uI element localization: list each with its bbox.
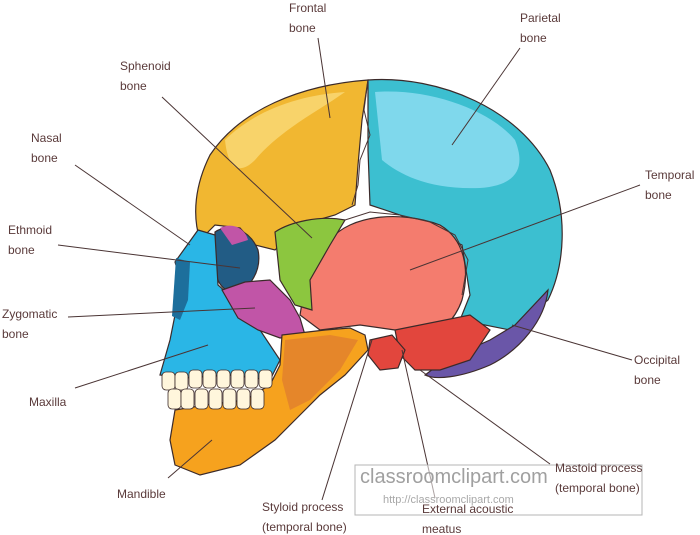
mandible-leader — [167, 439, 213, 479]
temporal-leader — [409, 184, 641, 271]
label-frontal: Frontal bone — [289, 0, 326, 38]
label-frontal-line-1: Frontal — [289, 1, 327, 15]
label-temporal: Temporal bone — [645, 165, 694, 205]
frontal-bone-shape — [195, 79, 369, 251]
parietal-highlight-shape — [375, 91, 520, 189]
upper-tooth — [258, 369, 273, 389]
label-parietal: Parietal bone — [520, 8, 561, 48]
label-ethmoid-line-2: bone — [8, 243, 35, 257]
label-styloid-line-1: Styloid process — [262, 500, 344, 514]
parietal-leader — [451, 47, 521, 146]
watermark-box — [354, 464, 643, 516]
upper-tooth — [216, 369, 231, 389]
label-zygomatic: Zygomatic bone — [2, 304, 57, 344]
label-occipital: Occipital bone — [634, 350, 680, 390]
orbit-inner-shape — [220, 225, 248, 245]
label-maxilla-line-1: Maxilla — [29, 395, 67, 409]
squamous-suture-line — [344, 211, 469, 296]
styloid-leader — [321, 339, 373, 501]
lower-tooth — [222, 388, 237, 410]
label-ethmoid-line-1: Ethmoid — [8, 223, 53, 237]
lower-tooth — [167, 388, 182, 410]
maxilla-shadow-shape — [172, 258, 190, 320]
label-acoustic-line-1: External acoustic — [422, 502, 514, 516]
label-mastoid-line-2: (temporal bone) — [555, 481, 640, 495]
label-mandible-line-1: Mandible — [117, 487, 166, 501]
label-zygomatic-line-1: Zygomatic — [2, 307, 58, 321]
coronal-suture-line — [351, 79, 371, 206]
label-parietal-line-1: Parietal — [520, 11, 561, 25]
frontal-leader — [317, 37, 331, 119]
label-acoustic-line-2: meatus — [422, 522, 462, 535]
label-occipital-line-1: Occipital — [634, 353, 681, 367]
label-styloid-line-2: (temporal bone) — [262, 520, 347, 534]
label-temporal-line-1: Temporal — [645, 168, 695, 182]
lower-tooth — [208, 388, 223, 410]
occipital-leader — [511, 324, 633, 361]
label-sphenoid-line-2: bone — [120, 79, 147, 93]
label-acoustic: External acoustic meatus — [422, 499, 513, 535]
label-sphenoid: Sphenoid bone — [120, 56, 171, 96]
lower-tooth — [250, 388, 265, 410]
styloid-process-shape — [367, 334, 406, 371]
label-frontal-line-2: bone — [289, 21, 316, 35]
label-maxilla: Maxilla — [29, 392, 66, 412]
label-parietal-line-2: bone — [520, 31, 547, 45]
maxilla-leader — [74, 344, 209, 389]
mastoid-leader — [419, 369, 551, 465]
frontal-highlight-shape — [225, 92, 345, 169]
upper-tooth — [230, 369, 245, 389]
label-temporal-line-2: bone — [645, 188, 672, 202]
watermark-title: classroomclipart.com — [360, 466, 548, 488]
zygomatic-leader — [67, 307, 256, 318]
mandible-ramus-shape — [282, 335, 358, 410]
upper-tooth — [161, 371, 176, 391]
label-mastoid: Mastoid process (temporal bone) — [555, 458, 642, 498]
upper-tooth — [188, 369, 203, 389]
upper-tooth — [174, 371, 189, 391]
label-nasal-line-1: Nasal — [31, 131, 62, 145]
sphenoid-leader — [161, 96, 313, 239]
sphenoid-bone-shape — [274, 217, 346, 311]
label-styloid: Styloid process (temporal bone) — [262, 497, 347, 535]
lower-tooth — [236, 388, 251, 410]
ethmoid-leader — [57, 244, 241, 269]
lower-tooth — [194, 388, 209, 410]
label-nasal: Nasal bone — [31, 128, 62, 168]
label-occipital-line-2: bone — [634, 373, 661, 387]
upper-tooth — [244, 369, 259, 389]
upper-tooth — [202, 369, 217, 389]
label-zygomatic-line-2: bone — [2, 327, 29, 341]
label-mandible: Mandible — [117, 484, 166, 504]
watermark-url: http://classroomclipart.com — [383, 494, 514, 506]
label-nasal-line-2: bone — [31, 151, 58, 165]
label-ethmoid: Ethmoid bone — [8, 220, 52, 260]
upper-teeth — [161, 369, 273, 391]
label-sphenoid-line-1: Sphenoid — [120, 59, 171, 73]
zygomatic-bone-shape — [221, 279, 306, 339]
lower-tooth — [180, 388, 195, 410]
nasal-leader — [74, 164, 191, 246]
label-mastoid-line-1: Mastoid process — [555, 461, 643, 475]
lower-teeth — [167, 388, 265, 410]
